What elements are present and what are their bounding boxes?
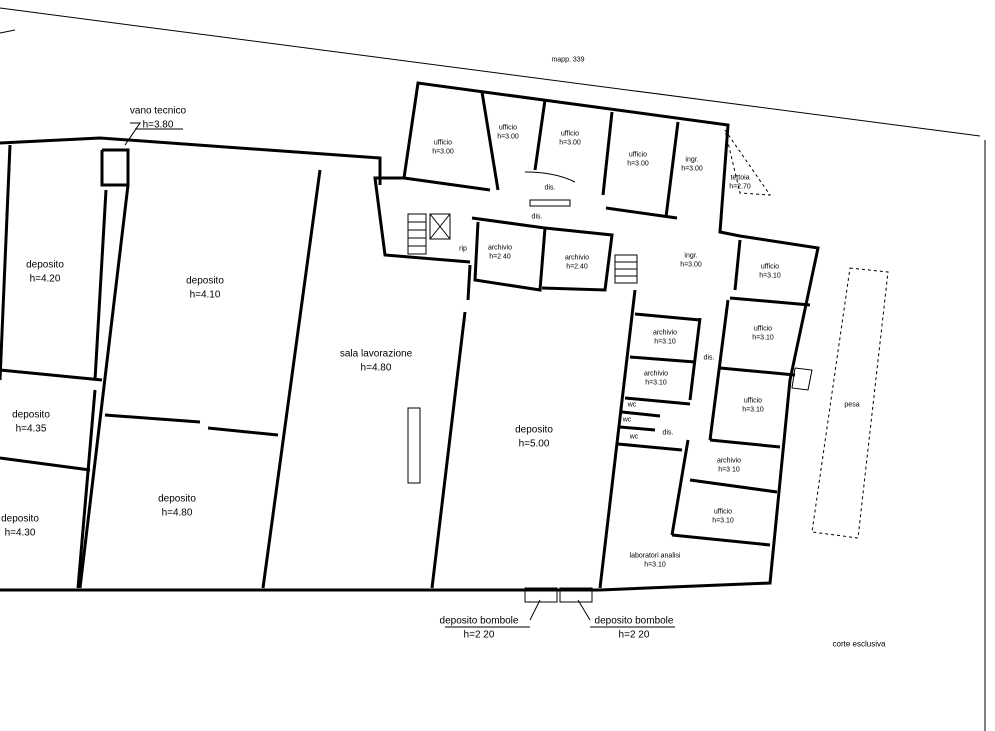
wall <box>621 410 661 418</box>
column <box>791 367 813 391</box>
wall <box>598 289 637 589</box>
vano-tecnico-walls <box>100 148 130 187</box>
wall <box>619 425 656 432</box>
boundary-line-top <box>0 7 981 137</box>
wall-north-left <box>0 136 382 185</box>
wall <box>207 426 279 437</box>
wall <box>733 239 742 291</box>
pesa-outline <box>811 267 889 539</box>
wall <box>76 389 97 589</box>
stairs-left <box>407 213 451 255</box>
partition <box>529 199 571 207</box>
room-ingresso: ingr.h=3.00 <box>680 252 702 269</box>
area-corte-esclusiva: corte esclusiva <box>832 639 886 649</box>
wall <box>93 189 108 381</box>
wall <box>601 111 614 196</box>
leader-line <box>577 599 591 621</box>
leader-line <box>124 122 141 146</box>
wall <box>634 312 701 322</box>
wall <box>533 99 547 171</box>
bombole-box-2 <box>559 587 593 603</box>
wall <box>664 121 680 218</box>
room-ingresso: ingr.h=3.00 <box>681 156 703 173</box>
room-wc: wc <box>629 433 639 441</box>
map-title: mapp. 339 <box>551 56 585 64</box>
room-wc: wc <box>622 416 632 424</box>
wall <box>670 439 690 536</box>
wall <box>605 206 678 220</box>
leader-line <box>529 599 541 621</box>
boundary-line-left <box>0 29 16 34</box>
stairs-right <box>614 254 638 284</box>
wall <box>709 438 781 449</box>
room-disimpegno: dis. <box>544 184 556 192</box>
wall <box>480 91 500 191</box>
wall <box>689 478 778 494</box>
archivio-walls <box>541 226 614 292</box>
archivio-walls <box>471 216 547 292</box>
wall <box>688 317 702 401</box>
room-disimpegno: dis. <box>531 213 543 221</box>
wall <box>104 413 201 424</box>
wall <box>0 144 12 381</box>
area-pesa: pesa <box>844 401 860 409</box>
wall <box>719 366 796 377</box>
room-wc: wc <box>627 401 637 409</box>
wall <box>0 456 91 472</box>
wall <box>708 299 730 441</box>
room-ripostiglio: rip <box>459 245 467 253</box>
bombole-box-1 <box>524 587 558 603</box>
wall <box>624 396 691 406</box>
room-disimpegno: dis. <box>662 429 674 437</box>
wall <box>403 176 491 192</box>
wall <box>430 311 467 589</box>
wall <box>729 296 811 307</box>
wall <box>617 442 683 452</box>
wall <box>466 264 472 301</box>
wall <box>261 169 322 589</box>
wall-curved <box>524 171 576 183</box>
wall <box>671 533 771 547</box>
wall <box>629 355 696 364</box>
wall <box>0 368 103 382</box>
room-disimpegno: dis. <box>703 354 715 362</box>
pillar <box>407 407 421 484</box>
wall <box>78 184 130 589</box>
wall-outline <box>0 81 820 592</box>
